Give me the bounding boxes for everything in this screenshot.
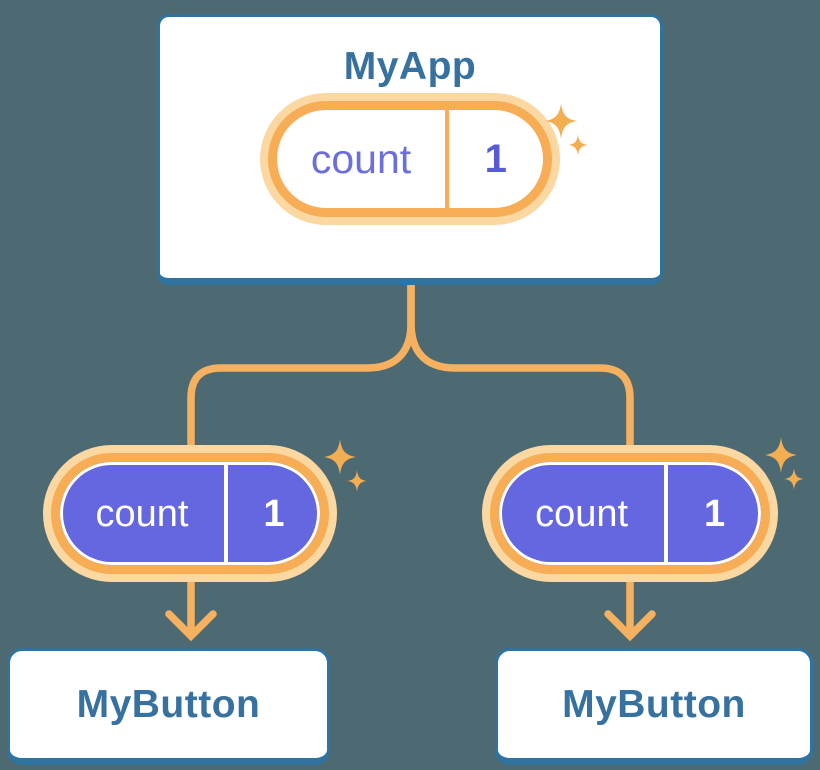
state-value: 1 — [263, 492, 285, 535]
component-title: MyApp — [343, 45, 477, 88]
state-pill: count 1 — [51, 453, 329, 574]
pill-divider — [445, 110, 449, 208]
arrow-down-icon — [165, 610, 217, 642]
arrow-down-icon — [604, 610, 656, 642]
state-value: 1 — [704, 492, 726, 535]
child-component-card: MyButton — [495, 648, 813, 765]
pill-divider — [664, 462, 669, 565]
branch-right — [407, 285, 656, 642]
component-title: MyButton — [76, 683, 261, 726]
component-title: MyButton — [562, 683, 746, 726]
pill-divider — [223, 462, 228, 565]
child-component-card: MyButton — [7, 648, 330, 765]
root-component-card: MyApp count 1 — [157, 14, 663, 285]
branch-left — [165, 285, 415, 642]
state-label: count — [310, 135, 412, 182]
state-pill: count 1 — [490, 453, 770, 574]
state-label: count — [535, 492, 629, 535]
state-pill: count 1 — [268, 101, 552, 217]
state-label: count — [95, 492, 189, 535]
state-value: 1 — [484, 137, 507, 181]
